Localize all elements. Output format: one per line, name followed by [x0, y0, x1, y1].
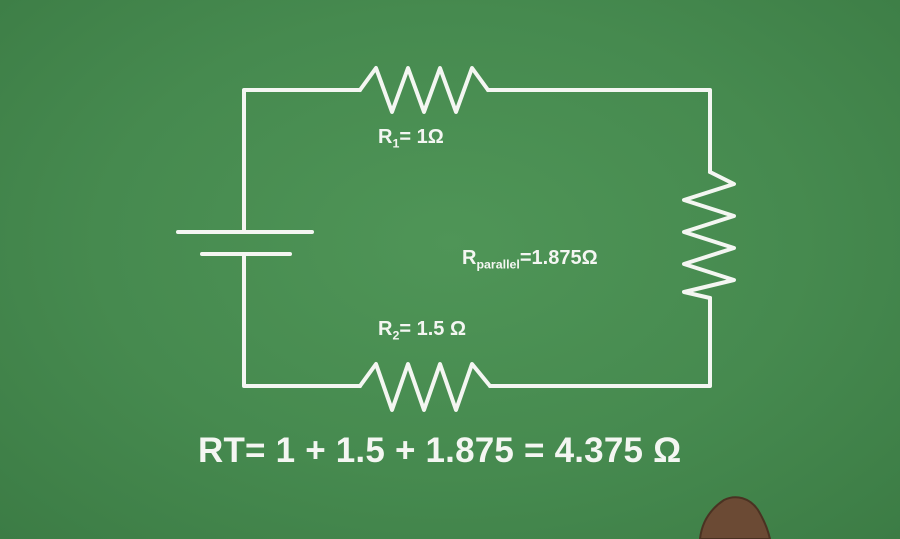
resistor-r1-icon — [358, 66, 490, 114]
resistor-rparallel-icon — [682, 170, 736, 300]
wire-top-right — [486, 88, 712, 174]
wire-top-left — [242, 88, 362, 234]
resistor-r2-icon — [358, 362, 492, 412]
hand-icon — [698, 496, 772, 539]
label-r1: R1= 1Ω — [378, 126, 444, 151]
label-r2: R2= 1.5 Ω — [378, 318, 466, 343]
label-rparallel: Rparallel=1.875Ω — [462, 247, 598, 272]
wire-bottom-left — [242, 252, 362, 388]
total-resistance-equation: RT= 1 + 1.5 + 1.875 = 4.375 Ω — [198, 431, 682, 470]
wire-right-lower — [488, 296, 712, 388]
battery-icon — [176, 230, 314, 256]
